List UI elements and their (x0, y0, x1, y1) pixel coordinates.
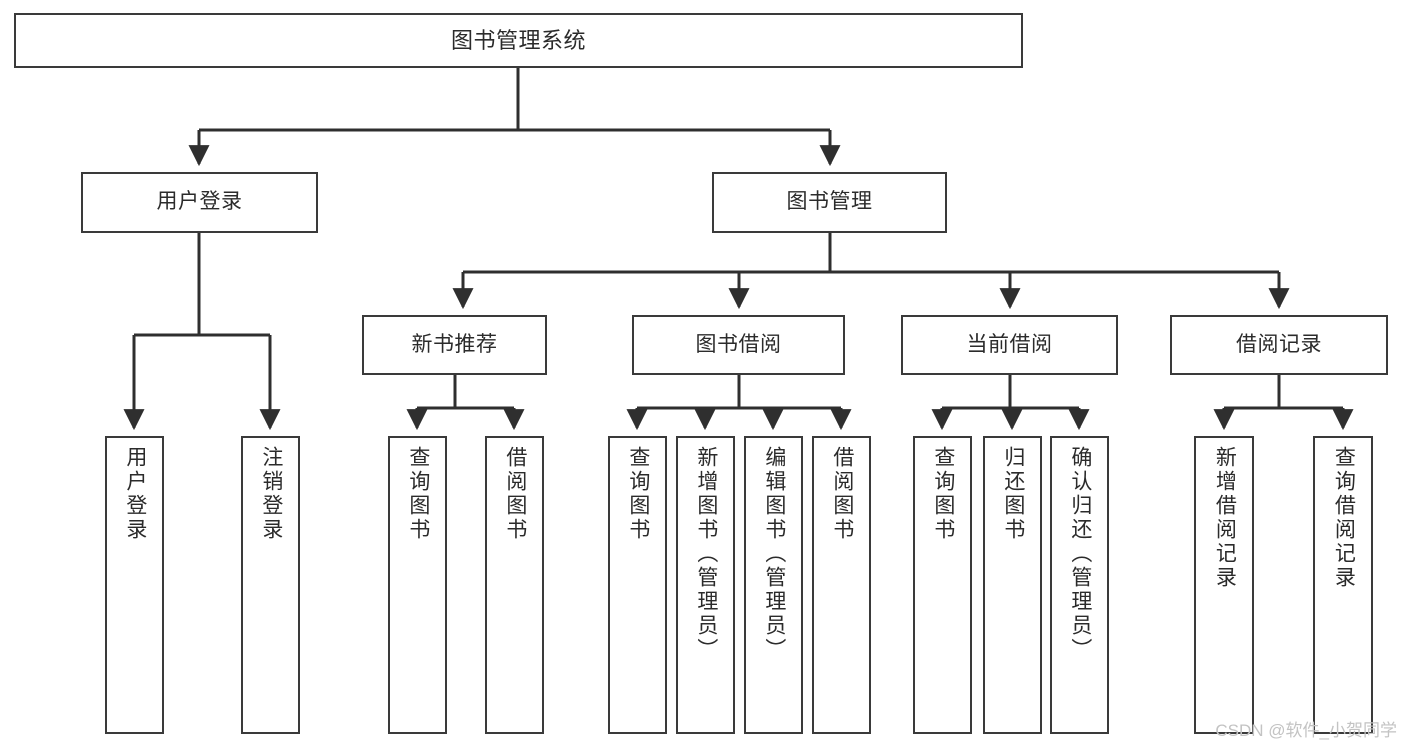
leaf-user-login-label: 用户登录 (123, 446, 147, 542)
leaf-add-record-label: 新增借阅记录 (1213, 446, 1237, 590)
node-borrow-record-label: 借阅记录 (1236, 332, 1322, 356)
node-book-manage-label: 图书管理 (786, 190, 873, 214)
node-user-login[interactable]: 用户登录 (81, 172, 318, 233)
node-borrow-record[interactable]: 借阅记录 (1170, 315, 1388, 375)
leaf-add-book[interactable]: 新增图书（管理员） (676, 436, 735, 734)
leaf-confirm-return-label: 确认归还（管理员） (1068, 446, 1092, 662)
watermark-text: CSDN @软件_小贺同学 (1215, 721, 1397, 740)
leaf-add-record[interactable]: 新增借阅记录 (1194, 436, 1254, 734)
node-user-login-label: 用户登录 (156, 190, 243, 214)
leaf-borrow-book-2-label: 借阅图书 (830, 446, 854, 542)
node-book-borrow[interactable]: 图书借阅 (632, 315, 845, 375)
node-new-book-recommend[interactable]: 新书推荐 (362, 315, 547, 375)
leaf-query-book-1-label: 查询图书 (406, 446, 430, 542)
leaf-query-book-2[interactable]: 查询图书 (608, 436, 667, 734)
leaf-return-book[interactable]: 归还图书 (983, 436, 1042, 734)
leaf-confirm-return[interactable]: 确认归还（管理员） (1050, 436, 1109, 734)
node-current-borrow-label: 当前借阅 (966, 332, 1053, 356)
leaf-user-login[interactable]: 用户登录 (105, 436, 164, 734)
leaf-user-logout[interactable]: 注销登录 (241, 436, 300, 734)
node-new-book-recommend-label: 新书推荐 (411, 332, 498, 356)
leaf-query-book-3[interactable]: 查询图书 (913, 436, 972, 734)
leaf-return-book-label: 归还图书 (1001, 446, 1025, 542)
node-book-borrow-label: 图书借阅 (695, 332, 782, 356)
leaf-user-logout-label: 注销登录 (259, 446, 283, 542)
node-book-manage[interactable]: 图书管理 (712, 172, 947, 233)
leaf-query-record[interactable]: 查询借阅记录 (1313, 436, 1373, 734)
leaf-borrow-book-1[interactable]: 借阅图书 (485, 436, 544, 734)
node-root-label: 图书管理系统 (450, 27, 586, 53)
leaf-edit-book-label: 编辑图书（管理员） (762, 446, 786, 662)
node-current-borrow[interactable]: 当前借阅 (901, 315, 1118, 375)
leaf-query-record-label: 查询借阅记录 (1332, 446, 1356, 590)
leaf-add-book-label: 新增图书（管理员） (694, 446, 718, 662)
leaf-borrow-book-1-label: 借阅图书 (503, 446, 527, 542)
leaf-query-book-3-label: 查询图书 (931, 446, 955, 542)
leaf-edit-book[interactable]: 编辑图书（管理员） (744, 436, 803, 734)
node-root[interactable]: 图书管理系统 (14, 13, 1023, 68)
leaf-query-book-2-label: 查询图书 (626, 446, 650, 542)
leaf-query-book-1[interactable]: 查询图书 (388, 436, 447, 734)
leaf-borrow-book-2[interactable]: 借阅图书 (812, 436, 871, 734)
